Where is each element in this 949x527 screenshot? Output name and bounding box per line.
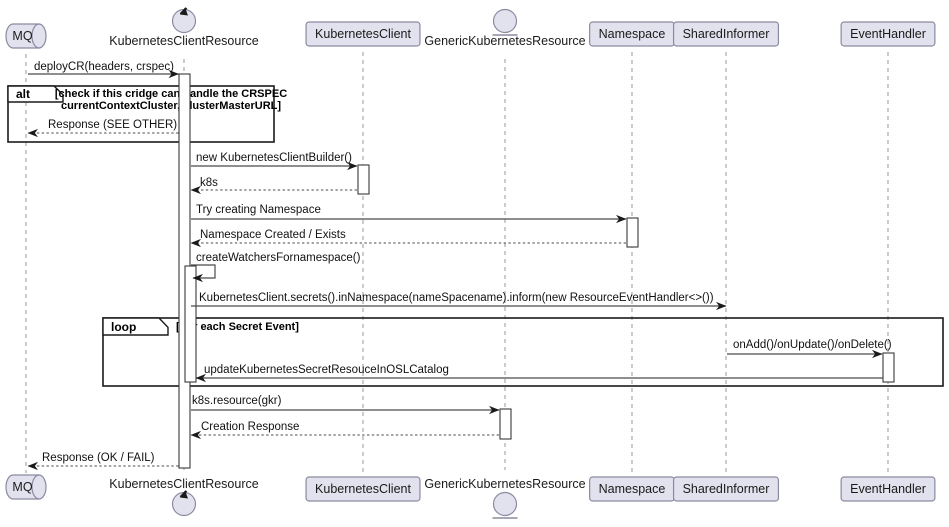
- participant-eh[interactable]: EventHandler: [840, 21, 936, 47]
- participant-mq[interactable]: MQ: [5, 23, 47, 49]
- message-m2: Response (SEE OTHER): [27, 119, 179, 138]
- participant-box[interactable]: [840, 476, 936, 502]
- activation-bar: [499, 408, 512, 440]
- fragment-alt: alt [check if this cridge can handle the …: [7, 85, 287, 143]
- participant-mq[interactable]: MQ: [5, 474, 47, 500]
- activation-bar: [184, 265, 197, 383]
- participant-box[interactable]: [305, 21, 421, 47]
- participant-label: GenericKubernetesResource: [424, 34, 585, 48]
- participant-kcr[interactable]: KubernetesClientResource: [109, 7, 259, 48]
- message-label: Try creating Namespace: [196, 204, 321, 216]
- participant-ns[interactable]: Namespace: [589, 476, 675, 502]
- message-label: k8s: [200, 177, 218, 189]
- participant-label: KubernetesClient: [315, 482, 411, 496]
- participant-label: KubernetesClient: [315, 27, 411, 41]
- participant-si[interactable]: SharedInformer: [672, 21, 780, 47]
- participant-kc[interactable]: KubernetesClient: [305, 21, 421, 47]
- message-m11: k8s.resource(gkr): [191, 395, 500, 415]
- control-arrowhead-icon: [180, 490, 188, 499]
- fragment-kind-label: alt: [16, 87, 30, 101]
- participant-label: Namespace: [599, 482, 666, 496]
- lifelines-group: [25, 52, 889, 475]
- fragment-guard-label: [check if this cridge can handle the CRS…: [55, 88, 287, 100]
- participant-box[interactable]: [840, 21, 936, 47]
- message-label: updateKubernetesSecretResouceInOSLCatalo…: [204, 364, 449, 376]
- entity-circle-icon[interactable]: [492, 491, 518, 517]
- message-m6: Namespace Created / Exists: [190, 229, 626, 248]
- participant-label: EventHandler: [850, 27, 926, 41]
- fragment-loop: loop [For each Secret Event]: [102, 317, 944, 387]
- participant-ns[interactable]: Namespace: [589, 21, 675, 47]
- queue-icon-cap: [31, 474, 40, 500]
- fragment-guard-label-2: currentContextCluster, clusterMasterURL]: [61, 100, 281, 112]
- message-m8: KubernetesClient.secrets().inNamespace(n…: [191, 292, 727, 311]
- participant-heads-group: MQMQKubernetesClientResourceKubernetesCl…: [5, 7, 936, 519]
- message-label: onAdd()/onUpdate()/onDelete(): [733, 339, 892, 351]
- message-m9: onAdd()/onUpdate()/onDelete(): [727, 339, 892, 359]
- participant-label: MQ: [12, 480, 32, 494]
- message-m10: updateKubernetesSecretResouceInOSLCatalo…: [195, 364, 883, 383]
- activation-bar: [626, 217, 639, 248]
- participant-label: SharedInformer: [683, 27, 770, 41]
- participant-label: KubernetesClientResource: [109, 34, 258, 48]
- participant-label: SharedInformer: [683, 482, 770, 496]
- message-label: deployCR(headers, crspec): [34, 61, 174, 73]
- participant-kc[interactable]: KubernetesClient: [305, 476, 421, 502]
- activation-bar: [882, 352, 895, 383]
- participant-gkr[interactable]: GenericKubernetesResource: [424, 8, 586, 48]
- participant-label: Namespace: [599, 27, 666, 41]
- activations-group: [178, 73, 895, 469]
- message-label: createWatchersFornamespace(): [196, 252, 361, 264]
- participant-label: GenericKubernetesResource: [424, 477, 585, 491]
- message-m4: k8s: [190, 177, 357, 195]
- queue-icon-cap: [31, 23, 40, 49]
- message-label: k8s.resource(gkr): [192, 395, 282, 407]
- fragments-group: alt [check if this cridge can handle the …: [7, 85, 944, 387]
- participant-gkr[interactable]: GenericKubernetesResource: [424, 477, 586, 519]
- message-m13: Response (OK / FAIL): [27, 452, 179, 471]
- message-label: Creation Response: [201, 421, 299, 433]
- message-m12: Creation Response: [190, 421, 499, 440]
- entity-circle-icon[interactable]: [492, 8, 518, 34]
- message-label: Namespace Created / Exists: [200, 229, 346, 241]
- message-m5: Try creating Namespace: [191, 204, 627, 224]
- message-label: KubernetesClient.secrets().inNamespace(n…: [199, 292, 714, 304]
- message-m3: new KubernetesClientBuilder(): [191, 152, 358, 171]
- participant-si[interactable]: SharedInformer: [672, 476, 780, 502]
- activation-bar: [357, 164, 370, 195]
- message-label: Response (SEE OTHER): [48, 119, 177, 131]
- message-m7: createWatchersFornamespace(): [191, 252, 361, 283]
- message-label: Response (OK / FAIL): [42, 452, 155, 464]
- participant-box[interactable]: [672, 21, 780, 47]
- participant-kcr[interactable]: KubernetesClientResource: [109, 477, 259, 517]
- participant-box[interactable]: [672, 476, 780, 502]
- message-label: new KubernetesClientBuilder(): [196, 152, 352, 164]
- participant-label: KubernetesClientResource: [109, 477, 258, 491]
- participant-eh[interactable]: EventHandler: [840, 476, 936, 502]
- participant-label: EventHandler: [850, 482, 926, 496]
- messages-group: deployCR(headers, crspec) Response (SEE O…: [27, 61, 892, 471]
- participant-label: MQ: [12, 29, 32, 43]
- participant-box[interactable]: [305, 476, 421, 502]
- control-arrowhead-icon: [180, 7, 188, 16]
- message-m1: deployCR(headers, crspec): [28, 61, 179, 79]
- fragment-kind-label: loop: [111, 320, 136, 334]
- fragment-guard-label: [For each Secret Event]: [176, 321, 299, 333]
